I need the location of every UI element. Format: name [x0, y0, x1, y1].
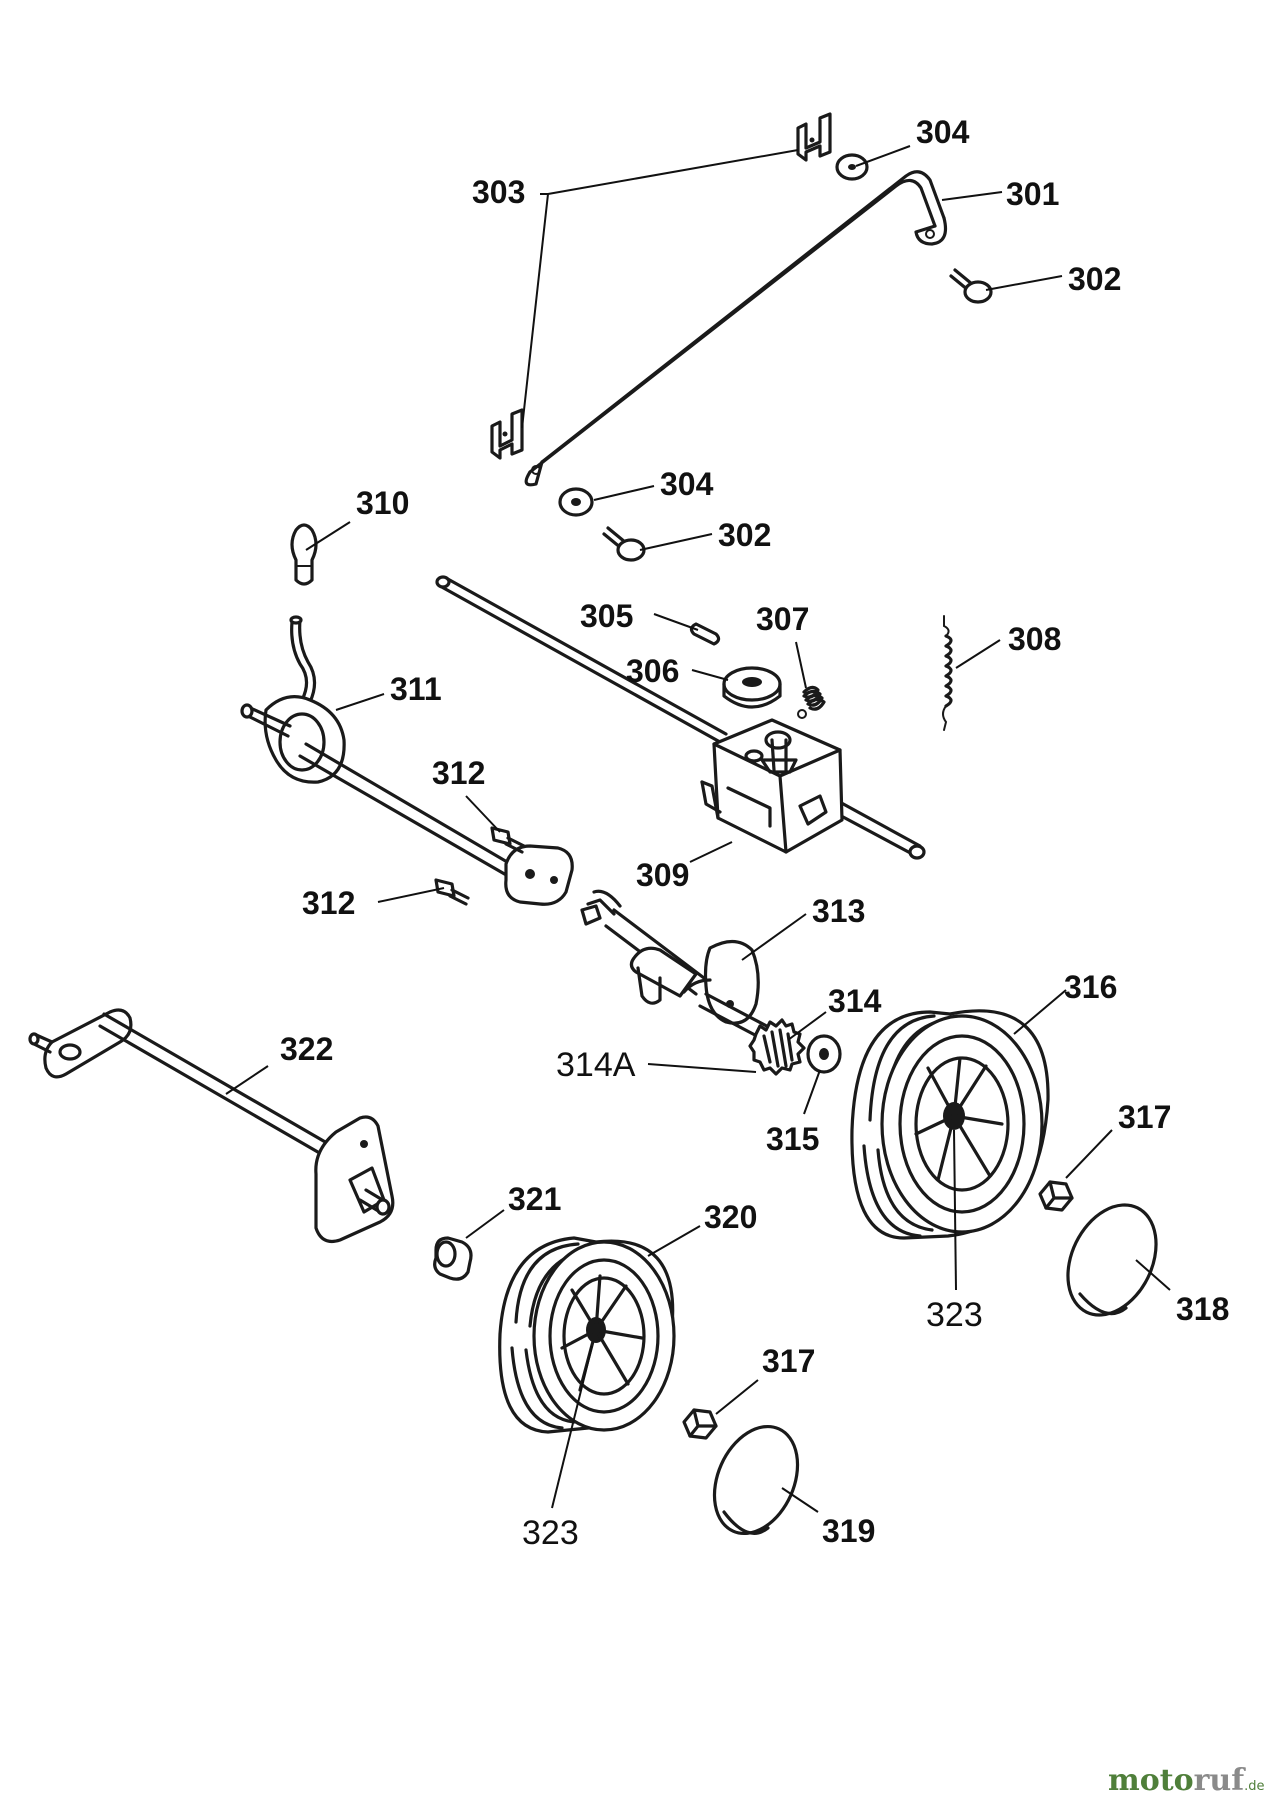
label-322: 322	[280, 1031, 333, 1067]
label-323-right: 323	[926, 1296, 983, 1334]
watermark-moto: moto	[1108, 1763, 1194, 1798]
part-312-screw-upper	[490, 826, 526, 854]
part-304-washer-lower	[558, 487, 594, 517]
part-314a-pinion-gear	[748, 1018, 806, 1076]
watermark-ruf: ruf	[1194, 1763, 1247, 1798]
part-320-front-wheel	[498, 1236, 676, 1434]
leader-lines	[225, 145, 1171, 1513]
part-318-hub-cap	[1066, 1203, 1158, 1317]
label-315: 315	[766, 1121, 819, 1157]
part-303-clip-upper	[796, 112, 832, 162]
part-310-knob	[290, 523, 318, 586]
label-306: 306	[626, 653, 679, 689]
part-302-pin-upper	[949, 268, 993, 304]
part-316-rear-wheel	[850, 1009, 1050, 1240]
label-310: 310	[356, 485, 409, 521]
watermark-tld: .de	[1244, 1779, 1264, 1794]
part-319-hub-cap	[712, 1424, 800, 1536]
part-309-gearbox-assembly	[435, 575, 926, 860]
label-313: 313	[812, 893, 865, 929]
part-305-roll-pin	[689, 622, 721, 646]
label-323-left: 323	[522, 1514, 579, 1552]
label-319: 319	[822, 1513, 875, 1549]
part-303-clip-lower	[490, 408, 524, 460]
part-306-pulley	[722, 666, 782, 709]
label-304-lower: 304	[660, 466, 714, 502]
label-304-upper: 304	[916, 114, 970, 150]
part-315-washer	[806, 1034, 842, 1074]
label-314: 314	[828, 983, 882, 1019]
part-313-axle-bracket	[580, 889, 783, 1047]
motoruf-watermark: motoruf.de	[1108, 1763, 1265, 1798]
part-302-pin-lower	[602, 526, 646, 562]
part-317-nut-lower	[682, 1408, 718, 1440]
label-305: 305	[580, 598, 633, 634]
label-318: 318	[1176, 1291, 1229, 1327]
label-321: 321	[508, 1181, 561, 1217]
label-312-upper: 312	[432, 755, 485, 791]
part-labels: 303 304 301 302 304 302 310 305 307 306 …	[280, 114, 1229, 1552]
label-312-lower: 312	[302, 885, 355, 921]
label-317-upper: 317	[1118, 1099, 1171, 1135]
part-317-nut-upper	[1038, 1180, 1074, 1212]
label-308: 308	[1008, 621, 1061, 657]
label-307: 307	[756, 601, 809, 637]
part-307-spring	[797, 685, 826, 719]
label-302-upper: 302	[1068, 261, 1121, 297]
label-317-lower: 317	[762, 1343, 815, 1379]
label-303: 303	[472, 174, 525, 210]
part-308-extension-spring	[942, 615, 953, 731]
part-311-lever-bracket	[240, 615, 346, 784]
label-301: 301	[1006, 176, 1059, 212]
svg-text:motoruf.de: motoruf.de	[1108, 1763, 1265, 1798]
label-320: 320	[704, 1199, 757, 1235]
label-302-lower: 302	[718, 517, 771, 553]
part-301-lever-rod	[524, 170, 948, 487]
part-304-washer-upper	[835, 153, 869, 181]
label-311: 311	[390, 671, 442, 707]
label-316: 316	[1064, 969, 1117, 1005]
part-312-screw-lower	[434, 878, 470, 906]
part-321-spacer	[433, 1236, 473, 1281]
label-314a: 314A	[556, 1046, 636, 1084]
label-309: 309	[636, 857, 689, 893]
part-322-front-axle	[28, 1008, 395, 1244]
